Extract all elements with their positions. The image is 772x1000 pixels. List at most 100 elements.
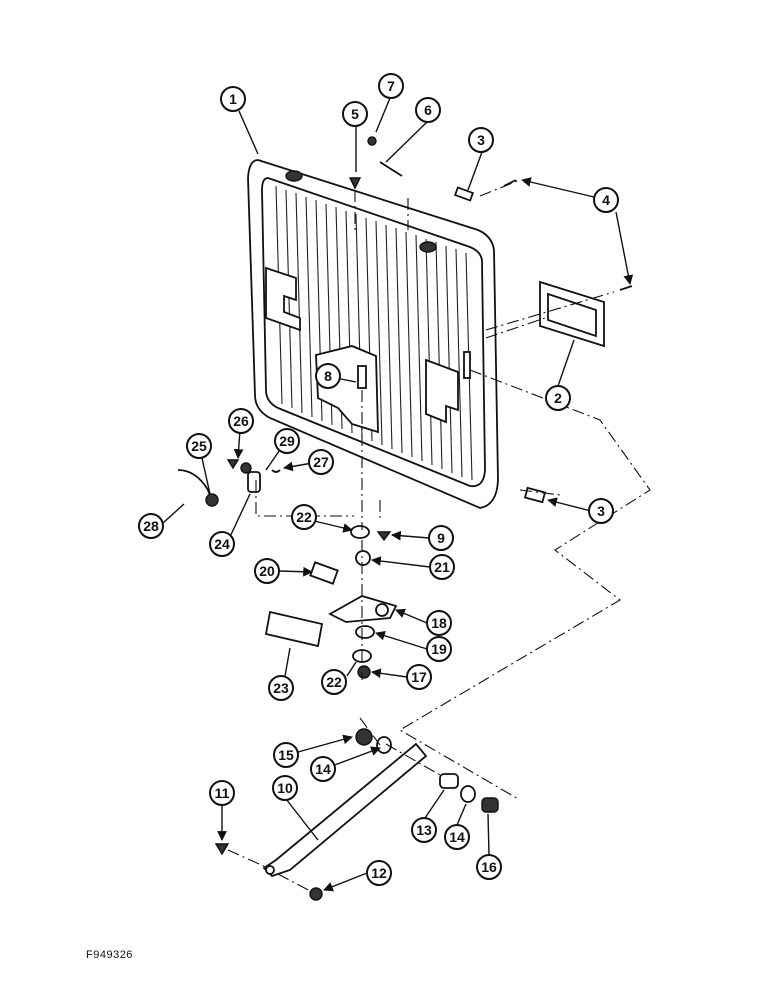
part-10-link-arm bbox=[262, 742, 428, 878]
part-12-nut bbox=[309, 887, 323, 901]
callout-21: 21 bbox=[429, 554, 455, 580]
callout-3-bottom: 3 bbox=[588, 498, 614, 524]
svg-text:10: 10 bbox=[277, 780, 293, 796]
callout-22-bottom: 22 bbox=[321, 669, 347, 695]
callout-20: 20 bbox=[254, 558, 280, 584]
part-5-screw bbox=[348, 177, 362, 190]
grille-assembly bbox=[247, 159, 499, 509]
part-14-washer-bottom bbox=[460, 785, 476, 803]
svg-text:18: 18 bbox=[431, 615, 447, 631]
part-2-hinge-inner bbox=[547, 292, 597, 338]
callout-22-top: 22 bbox=[291, 504, 317, 530]
svg-text:5: 5 bbox=[351, 106, 359, 122]
svg-text:8: 8 bbox=[324, 368, 332, 384]
callout-1: 1 bbox=[220, 86, 246, 112]
svg-text:7: 7 bbox=[387, 78, 395, 94]
svg-text:16: 16 bbox=[481, 859, 497, 875]
part-26-bolt bbox=[226, 459, 240, 470]
figure-id-label: F949326 bbox=[86, 949, 133, 961]
part-17-nut bbox=[357, 665, 371, 679]
callout-27: 27 bbox=[308, 449, 334, 475]
grille-slats bbox=[275, 185, 473, 481]
callout-28: 28 bbox=[138, 513, 164, 539]
part-22-washer-top bbox=[350, 525, 370, 539]
callout-11: 11 bbox=[209, 780, 235, 806]
callout-24: 24 bbox=[209, 531, 235, 557]
callout-5: 5 bbox=[342, 101, 368, 127]
callout-15: 15 bbox=[273, 742, 299, 768]
part-29-bushing bbox=[240, 462, 252, 474]
callout-2: 2 bbox=[545, 385, 571, 411]
grille-hinge-left bbox=[285, 170, 303, 182]
svg-text:15: 15 bbox=[278, 747, 294, 763]
part-4-pin-top bbox=[503, 179, 517, 187]
part-14-washer-top bbox=[376, 736, 392, 754]
callout-19: 19 bbox=[426, 636, 452, 662]
grille-slot bbox=[463, 351, 471, 379]
callout-3-top: 3 bbox=[468, 127, 494, 153]
svg-text:25: 25 bbox=[191, 438, 207, 454]
part-16-spacer bbox=[481, 797, 499, 813]
svg-text:14: 14 bbox=[449, 829, 465, 845]
callout-9: 9 bbox=[428, 525, 454, 551]
top-hardware bbox=[348, 136, 633, 504]
svg-text:19: 19 bbox=[431, 641, 447, 657]
callout-14-top: 14 bbox=[310, 756, 336, 782]
callout-29: 29 bbox=[274, 428, 300, 454]
part-20-spring bbox=[309, 561, 339, 585]
handle-assembly bbox=[177, 459, 281, 507]
svg-text:22: 22 bbox=[296, 509, 312, 525]
part-8-bolt bbox=[357, 365, 367, 389]
part-11-bolt bbox=[214, 843, 230, 856]
svg-text:13: 13 bbox=[416, 822, 432, 838]
callout-4: 4 bbox=[593, 187, 619, 213]
callout-26: 26 bbox=[228, 408, 254, 434]
svg-text:26: 26 bbox=[233, 413, 249, 429]
part-15-nut bbox=[355, 728, 373, 746]
svg-text:23: 23 bbox=[273, 680, 289, 696]
part-3-latch-bottom bbox=[523, 486, 547, 504]
part-21-nut bbox=[355, 550, 371, 566]
svg-text:22: 22 bbox=[326, 674, 342, 690]
svg-text:17: 17 bbox=[411, 669, 427, 685]
part-25-nut bbox=[205, 493, 219, 507]
callout-10: 10 bbox=[272, 775, 298, 801]
svg-text:12: 12 bbox=[371, 865, 387, 881]
part-23-strike-plate bbox=[264, 610, 324, 648]
callout-16: 16 bbox=[476, 854, 502, 880]
part-6-pin bbox=[379, 161, 403, 177]
svg-text:4: 4 bbox=[602, 192, 610, 208]
leader-lines bbox=[162, 97, 634, 892]
svg-text:9: 9 bbox=[437, 530, 445, 546]
callout-12: 12 bbox=[366, 860, 392, 886]
callout-8: 8 bbox=[315, 363, 341, 389]
part-13-bushing bbox=[439, 773, 459, 789]
svg-text:11: 11 bbox=[215, 785, 230, 801]
part-10-end-hole bbox=[265, 865, 275, 875]
svg-text:29: 29 bbox=[279, 433, 295, 449]
callout-13: 13 bbox=[411, 817, 437, 843]
grille-bracket-right bbox=[425, 358, 459, 424]
part-3-latch-top bbox=[453, 186, 475, 202]
svg-text:28: 28 bbox=[143, 518, 159, 534]
part-9-screw bbox=[376, 531, 392, 542]
svg-text:3: 3 bbox=[597, 503, 605, 519]
svg-text:20: 20 bbox=[259, 563, 275, 579]
latch-mechanism bbox=[264, 525, 398, 679]
part-24-bracket bbox=[247, 471, 261, 493]
assembly-lines bbox=[227, 179, 651, 893]
part-7-clip bbox=[367, 136, 377, 146]
callout-18: 18 bbox=[426, 610, 452, 636]
linkage-assembly bbox=[214, 728, 499, 901]
callout-7: 7 bbox=[378, 73, 404, 99]
svg-text:14: 14 bbox=[315, 761, 331, 777]
svg-text:3: 3 bbox=[477, 132, 485, 148]
svg-text:27: 27 bbox=[313, 454, 329, 470]
callout-17: 17 bbox=[406, 664, 432, 690]
part-18-hole bbox=[375, 603, 389, 617]
svg-text:1: 1 bbox=[229, 91, 237, 107]
svg-text:6: 6 bbox=[424, 102, 432, 118]
grille-bracket-left bbox=[265, 266, 301, 332]
svg-text:21: 21 bbox=[434, 559, 450, 575]
